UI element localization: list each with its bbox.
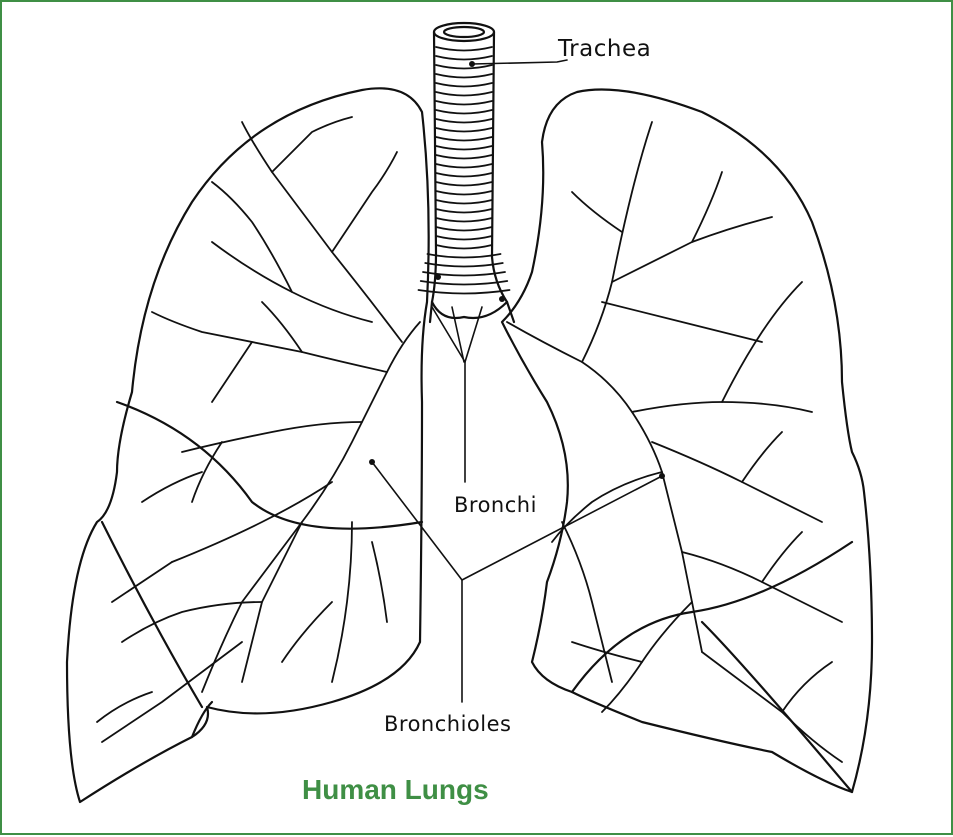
trachea-ring [436,146,492,150]
trachea-ring [436,128,492,132]
trachea-label: Trachea [558,36,651,62]
trachea-pointer [472,60,567,64]
trachea-ring [436,137,492,141]
trachea-ring [436,110,492,114]
trachea-ring [436,74,492,78]
diagram-title: Human Lungs [302,774,489,806]
bronchi-pointer [432,307,482,362]
trachea-ring [436,47,492,51]
trachea-ring [436,101,492,105]
trachea-ring [436,227,492,231]
trachea-ring [436,218,492,222]
trachea-ring [436,56,492,60]
trachea-ring [436,92,492,96]
trachea-ring [436,83,492,87]
trachea-ring [436,155,492,159]
right-lung-outline [502,90,872,793]
trachea-ring [436,119,492,123]
bronchioles-label: Bronchioles [384,712,511,736]
bronchial-tree [97,117,842,762]
trachea-ring [436,200,492,204]
trachea-ring [419,290,510,294]
trachea-ring [436,173,492,177]
trachea-ring [436,245,492,249]
trachea-ring [428,254,501,258]
trachea-ring [436,191,492,195]
trachea-ring [436,209,492,213]
bronchi-label: Bronchi [454,493,537,517]
trachea-ring [436,236,492,240]
trachea-ring [436,182,492,186]
trachea-ring [436,65,492,69]
left-lung-outline [67,88,429,802]
trachea-ring [436,164,492,168]
trachea-shape [419,23,515,322]
